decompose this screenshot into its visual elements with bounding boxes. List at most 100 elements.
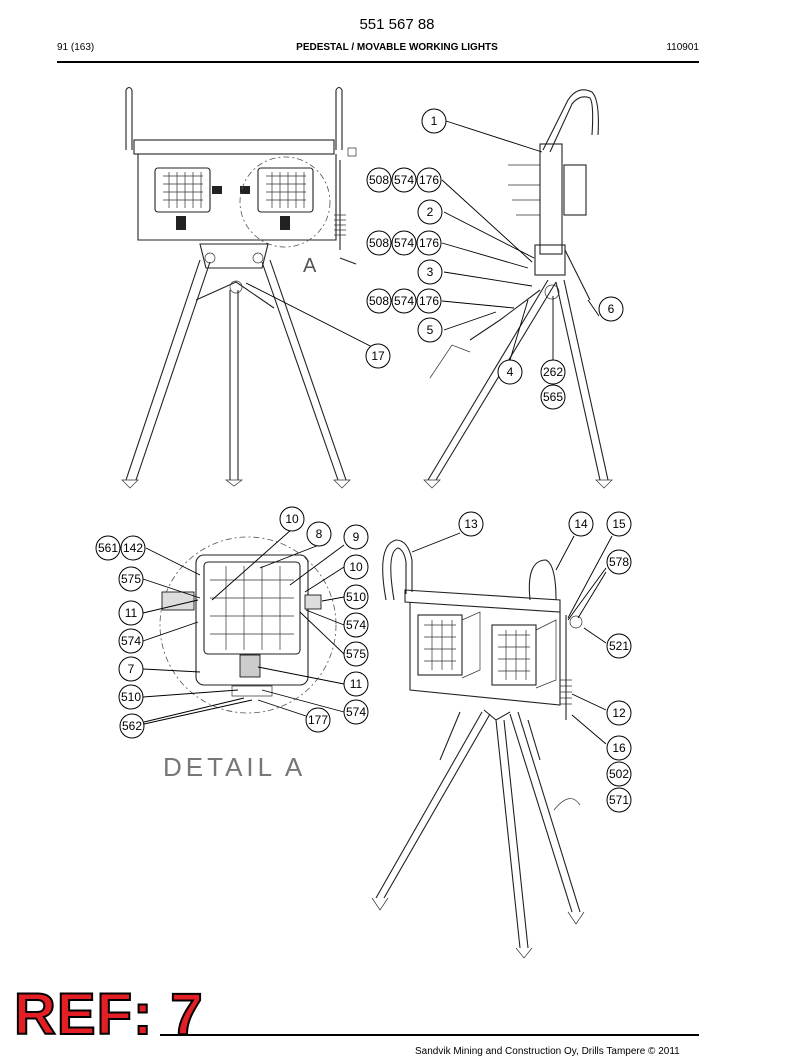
callout: 574 [391,288,417,314]
svg-text:575: 575 [346,647,366,661]
document-number: 551 567 88 [359,16,435,33]
callout: 508 [366,288,392,314]
svg-text:508: 508 [369,294,389,308]
svg-text:6: 6 [608,302,615,316]
callout: 574 [391,230,417,256]
callout: 574 [343,699,369,725]
callout: 262 [540,359,566,385]
callout: 5 [417,317,443,343]
detail-a-drawing: DETAIL A [159,536,337,782]
front-view-drawing: A [121,86,357,489]
callout: 574 [118,628,144,654]
svg-text:12: 12 [612,706,626,720]
svg-text:11: 11 [125,606,138,620]
svg-text:15: 15 [612,517,626,531]
callout: 574 [391,167,417,193]
svg-text:5: 5 [427,323,434,337]
svg-text:574: 574 [346,705,366,719]
svg-text:3: 3 [427,265,434,279]
callout: 11 [118,600,144,626]
svg-text:262: 262 [543,365,563,379]
svg-text:508: 508 [369,236,389,250]
ref-stamp: REF: 7 [13,982,204,1047]
callout: 17 [365,343,391,369]
svg-text:13: 13 [464,517,478,531]
svg-text:508: 508 [369,173,389,187]
callout: 2 [417,199,443,225]
callout: 510 [118,684,144,710]
svg-text:561: 561 [98,541,118,555]
svg-text:2: 2 [427,205,434,219]
svg-text:176: 176 [419,294,439,308]
svg-text:565: 565 [543,390,563,404]
callout: 176 [416,167,442,193]
callout: 11 [343,671,369,697]
iso-view-drawing [371,539,585,959]
callout: 16 [606,735,632,761]
callout-iso-view: 13 14 15 578 521 12 16 502 571 [458,511,632,813]
callout: 571 [606,787,632,813]
callout: 562 [119,713,145,739]
callout: 14 [568,511,594,537]
svg-text:7: 7 [128,662,135,676]
svg-text:14: 14 [574,517,588,531]
svg-text:177: 177 [308,713,328,727]
callout: 142 [120,535,146,561]
svg-text:176: 176 [419,173,439,187]
section-label: A [303,255,317,277]
callout: 510 [343,584,369,610]
svg-text:574: 574 [346,618,366,632]
svg-text:9: 9 [353,530,360,544]
callout: 3 [417,259,443,285]
callout: 10 [343,554,369,580]
callout: 575 [118,566,144,592]
callout: 561 [95,535,121,561]
callout: 575 [343,641,369,667]
svg-text:176: 176 [419,236,439,250]
callout: 508 [366,167,392,193]
callout: 6 [598,296,624,322]
callout: 8 [306,521,332,547]
header-rule [57,61,699,63]
svg-text:575: 575 [121,572,141,586]
svg-text:17: 17 [371,349,385,363]
svg-text:562: 562 [122,719,142,733]
callout: 7 [118,656,144,682]
footer-copyright: Sandvik Mining and Construction Oy, Dril… [415,1046,680,1057]
svg-text:11: 11 [350,677,363,691]
svg-text:574: 574 [394,294,414,308]
leader-lines [142,120,613,745]
callout-front-view: 17 [365,343,391,369]
callout: 574 [343,612,369,638]
page-number: 91 (163) [57,42,95,53]
page-title: PEDESTAL / MOVABLE WORKING LIGHTS [296,42,498,53]
detail-label: DETAIL A [163,752,306,782]
callout: 565 [540,384,566,410]
svg-text:4: 4 [507,365,514,379]
callout: 1 [421,108,447,134]
svg-text:510: 510 [346,590,366,604]
callout: 521 [606,633,632,659]
svg-text:16: 16 [612,741,626,755]
callout: 176 [416,288,442,314]
svg-text:10: 10 [285,512,299,526]
callout: 177 [305,707,331,733]
callout: 9 [343,524,369,550]
svg-text:142: 142 [123,541,143,555]
svg-text:571: 571 [609,793,629,807]
svg-text:10: 10 [349,560,363,574]
svg-text:578: 578 [609,555,629,569]
svg-text:574: 574 [394,236,414,250]
svg-text:510: 510 [121,690,141,704]
date-code: 110901 [666,42,699,53]
svg-text:1: 1 [431,114,438,128]
callout: 12 [606,700,632,726]
callout: 4 [497,359,523,385]
callout: 176 [416,230,442,256]
side-view-drawing [423,89,613,489]
callout: 15 [606,511,632,537]
svg-text:521: 521 [609,639,629,653]
svg-text:8: 8 [316,527,323,541]
svg-text:502: 502 [609,767,629,781]
